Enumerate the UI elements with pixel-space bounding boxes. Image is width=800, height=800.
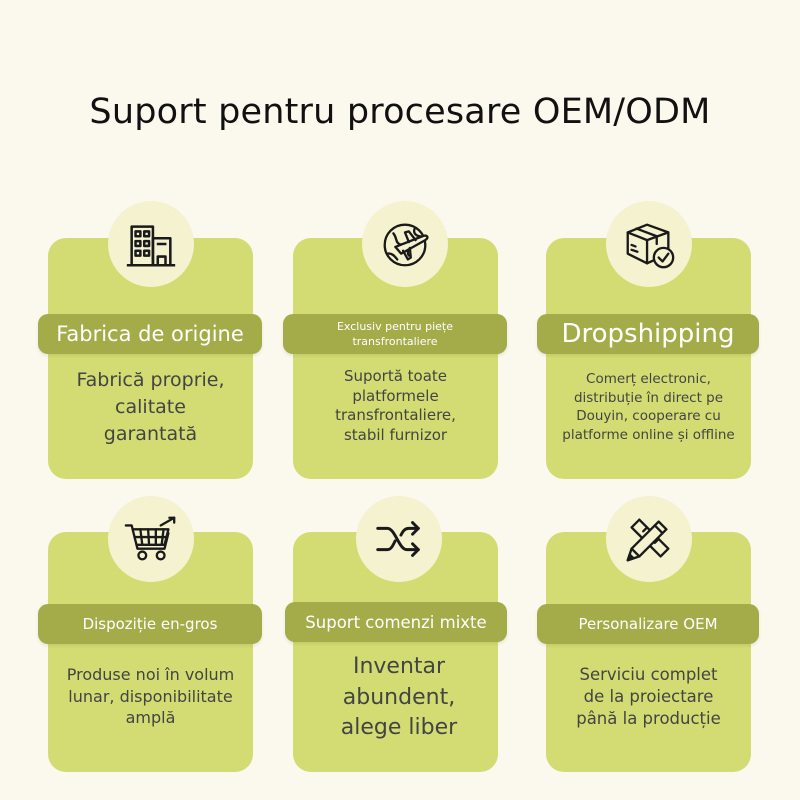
card-label: Dropshipping bbox=[537, 314, 759, 354]
package-check-icon bbox=[606, 201, 692, 287]
card-label: Exclusiv pentru piețe transfrontaliere bbox=[283, 314, 507, 354]
card-description: Suportă toate platformele transfrontalie… bbox=[335, 367, 456, 444]
pencil-ruler-icon bbox=[606, 496, 692, 582]
card-description: Produse noi în volum lunar, disponibilit… bbox=[66, 665, 235, 727]
card-description: Fabrică proprie, calitate garantată bbox=[76, 369, 225, 445]
shuffle-icon bbox=[356, 496, 442, 582]
card-label: Suport comenzi mixte bbox=[285, 602, 507, 642]
card-description: Inventar abundent, alege liber bbox=[340, 654, 458, 740]
card-description: Serviciu complet de la proiectare până l… bbox=[576, 665, 721, 728]
card-description: Comerț electronic, distribuție în direct… bbox=[562, 371, 735, 443]
card-label: Dispoziție en-gros bbox=[38, 604, 262, 644]
card-label: Personalizare OEM bbox=[537, 604, 759, 644]
shopping-cart-icon bbox=[108, 496, 194, 582]
globe-airplane-icon bbox=[362, 201, 448, 287]
page-title: Suport pentru procesare OEM/ODM bbox=[89, 92, 711, 132]
card-label: Fabrica de origine bbox=[38, 314, 262, 354]
building-icon bbox=[108, 201, 194, 287]
